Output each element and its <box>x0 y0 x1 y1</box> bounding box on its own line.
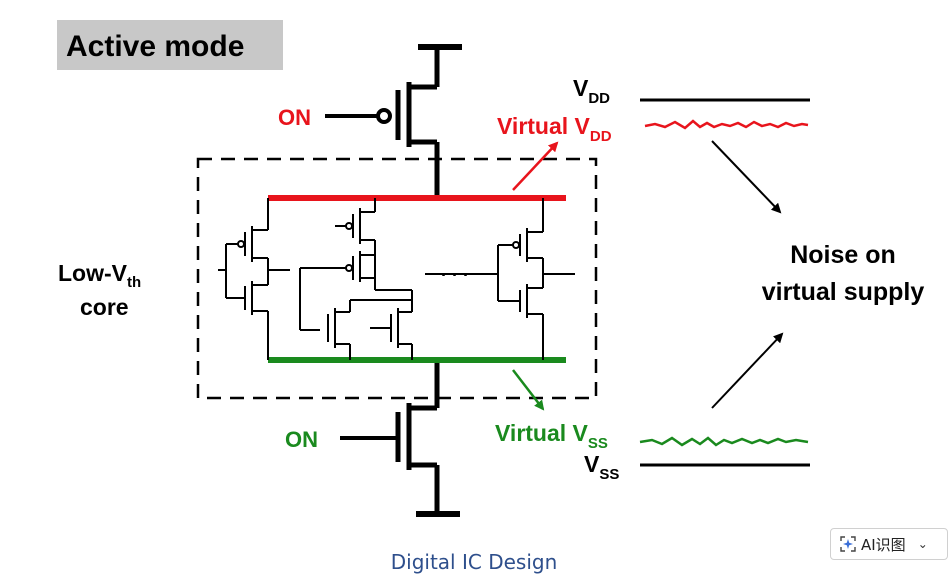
title-box <box>57 20 283 70</box>
virtual-vdd-arrow <box>512 141 559 191</box>
header-sleep-transistor <box>325 44 462 197</box>
core-boundary <box>196 157 598 400</box>
virtual-vdd-label: Virtual VDD <box>497 113 612 145</box>
core-label-line2: core <box>80 294 129 320</box>
virtual-vss-label: Virtual VSS <box>495 420 608 452</box>
noise-arrow-bottom <box>711 332 784 409</box>
noise-label-line1: Noise on <box>790 241 896 269</box>
vss-label: VSS <box>584 451 619 483</box>
core-logic-schematic <box>218 198 575 360</box>
ai-sparkle-icon <box>840 536 856 552</box>
footer-sleep-transistor <box>340 360 460 517</box>
core-label-line1: Low-Vth <box>58 260 141 291</box>
noise-arrow-top <box>711 140 782 214</box>
vdd-label: VDD <box>573 75 610 107</box>
chevron-down-icon[interactable]: ⌄ <box>917 537 928 551</box>
on-top-label: ON <box>278 105 311 130</box>
ai-recognize-button[interactable]: AI识图 ⌄ <box>830 528 948 560</box>
virtual-vss-waveform <box>639 436 809 447</box>
virtual-vss-arrow <box>512 369 545 411</box>
noise-label-line2: virtual supply <box>762 278 925 306</box>
virtual-vdd-waveform <box>644 119 809 130</box>
ai-recognize-label: AI识图 <box>861 535 906 554</box>
on-bottom-label: ON <box>285 427 318 452</box>
title-text: Active mode <box>66 30 244 63</box>
ellipsis-dots: · · · <box>441 265 469 285</box>
page-caption: Digital IC Design <box>390 550 558 574</box>
